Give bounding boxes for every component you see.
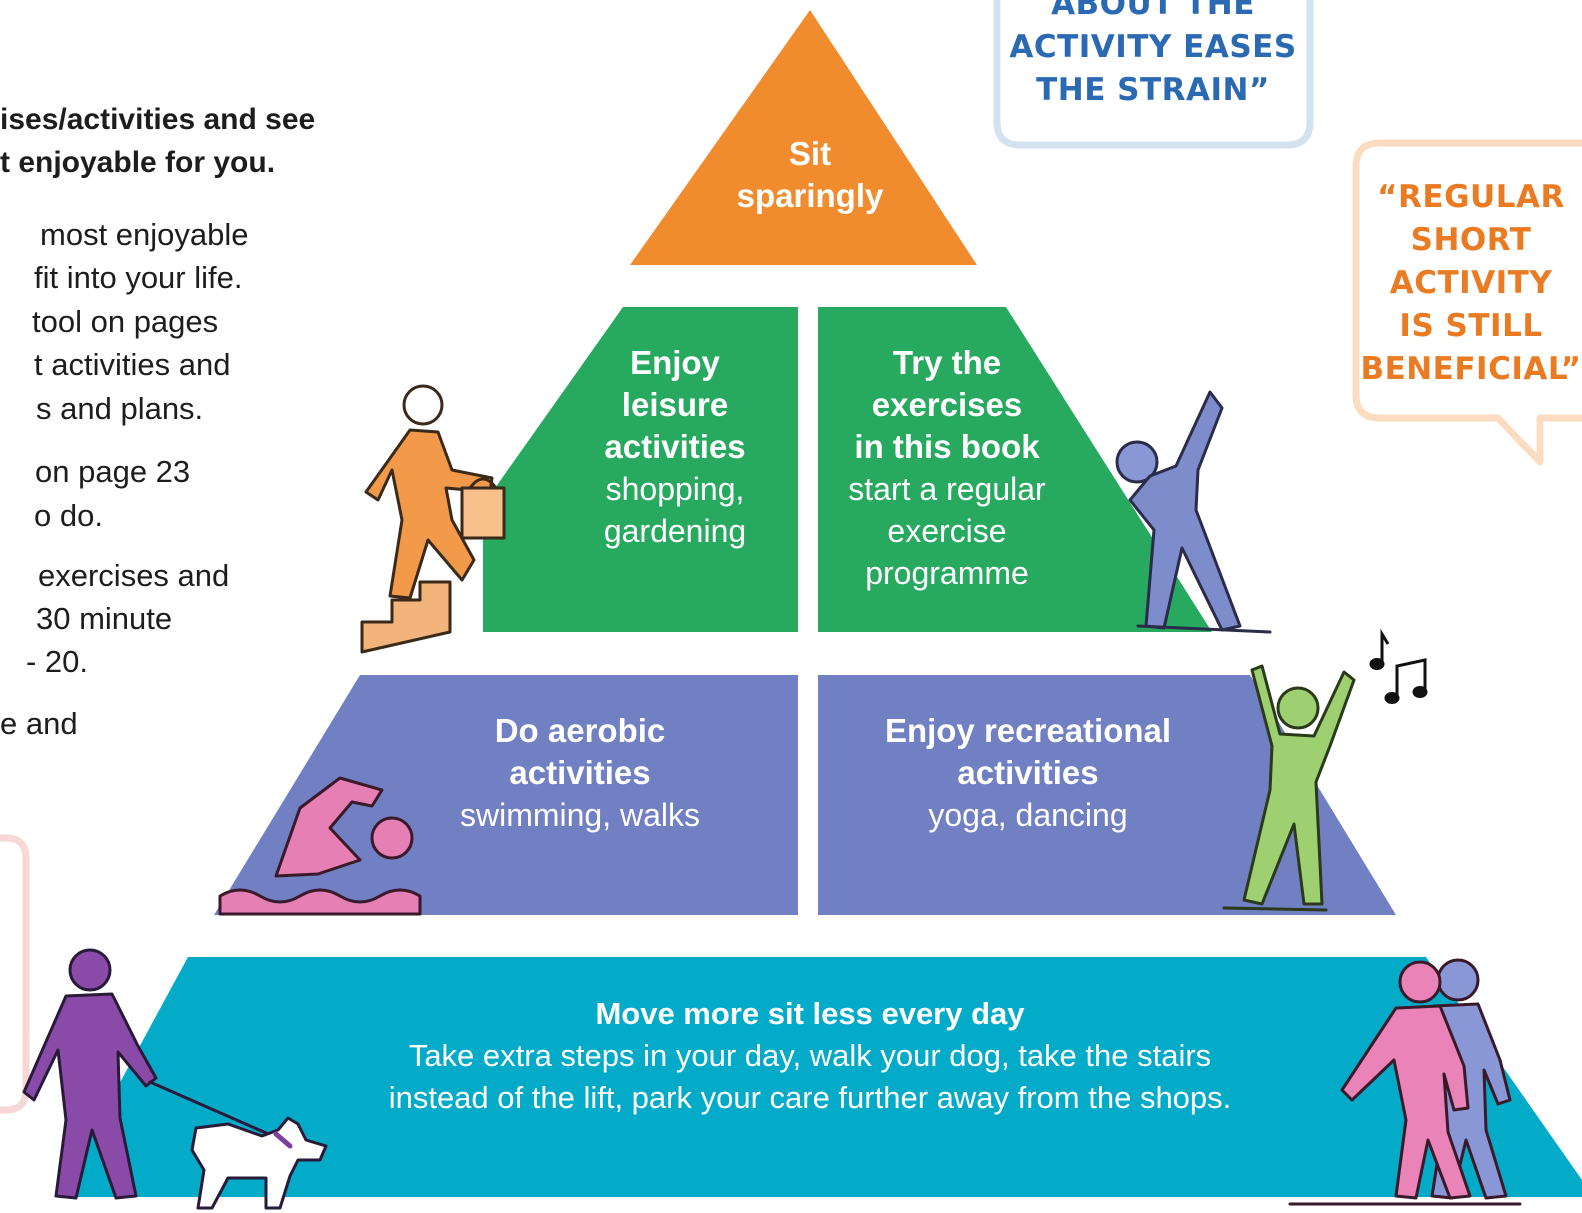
tier2-right-text: Try the exercises in this book start a r… bbox=[812, 342, 1082, 594]
pyramid-tier3-right bbox=[818, 675, 1396, 915]
left-paragraph-line: o do. bbox=[34, 498, 103, 533]
tier3-right-heading-line: Enjoy recreational bbox=[884, 712, 1172, 749]
tier2-left-sub-line: shopping, bbox=[605, 471, 745, 507]
stair-climber-icon bbox=[360, 384, 506, 654]
tier3-right-text: Enjoy recreational activities yoga, danc… bbox=[848, 710, 1208, 836]
left-paragraph-line: most enjoyable bbox=[40, 217, 249, 252]
pyramid-tier2-right bbox=[818, 307, 1212, 632]
tier2-right-sub-line: exercise bbox=[887, 513, 1007, 549]
left-callout-border bbox=[0, 834, 30, 1114]
top-tier-heading-line: Sit bbox=[788, 135, 832, 172]
left-paragraph-line: 30 minute bbox=[36, 601, 173, 636]
left-paragraph-line: tool on pages bbox=[32, 304, 219, 339]
tier2-right-heading-line: exercises bbox=[871, 386, 1023, 423]
callout-quote-blue-line: ACTIVITY EASES bbox=[1009, 29, 1297, 65]
callout-bubble-blue bbox=[993, 0, 1314, 149]
tier2-left-heading-line: leisure bbox=[621, 386, 729, 423]
left-paragraph-line: fit into your life. bbox=[34, 260, 243, 295]
base-tier-sub-line: Take extra steps in your day, walk your … bbox=[408, 1038, 1212, 1073]
tier3-right-sub-line: yoga, dancing bbox=[928, 797, 1128, 833]
base-tier-text: Move more sit less every day Take extra … bbox=[290, 993, 1330, 1119]
stretching-person-icon bbox=[1115, 390, 1272, 634]
pyramid-tier2-left bbox=[483, 307, 798, 632]
tier2-right-sub-line: programme bbox=[865, 555, 1029, 591]
callout-quote-blue-line: THE STRAIN” bbox=[1036, 72, 1270, 108]
callout-quote-orange-line: IS STILL bbox=[1399, 308, 1543, 344]
callout-quote-orange-line: SHORT bbox=[1410, 222, 1532, 258]
tier2-left-sub-line: gardening bbox=[603, 513, 747, 549]
tier2-left-heading-line: Enjoy bbox=[630, 344, 720, 381]
left-paragraph-line: exercises and bbox=[38, 558, 230, 593]
left-paragraph-line: - 20. bbox=[26, 644, 89, 679]
left-paragraph-line: t activities and bbox=[34, 347, 231, 382]
pyramid-top-tier bbox=[630, 10, 977, 265]
tier3-left-text: Do aerobic activities swimming, walks bbox=[430, 710, 730, 836]
callout-quote-blue-line: ABOUT THE bbox=[1051, 0, 1255, 22]
callout-quote-orange-line: ACTIVITY bbox=[1389, 265, 1553, 301]
callout-bubble-orange bbox=[1352, 139, 1582, 466]
left-heading-line-1: ises/activities and see bbox=[0, 103, 316, 136]
top-tier-heading-line: sparingly bbox=[736, 177, 884, 214]
callout-quote-orange-line: BENEFICIAL” bbox=[1360, 351, 1582, 387]
top-tier-text: Sit sparingly bbox=[705, 133, 915, 217]
dog-walker-icon bbox=[22, 948, 328, 1210]
tier2-right-sub-line: start a regular bbox=[848, 471, 1046, 507]
tier2-left-heading-line: activities bbox=[604, 428, 746, 465]
callout-quote-orange: “REGULAR SHORT ACTIVITY IS STILL BENEFIC… bbox=[1360, 176, 1582, 391]
base-tier-heading: Move more sit less every day bbox=[595, 996, 1025, 1031]
tier3-left-heading-line: activities bbox=[509, 754, 651, 791]
left-heading-line-2: t enjoyable for you. bbox=[0, 146, 276, 179]
left-paragraph-line: e and bbox=[0, 706, 78, 741]
tier3-left-heading-line: Do aerobic bbox=[494, 712, 666, 749]
base-tier-sub-line: instead of the lift, park your care furt… bbox=[388, 1080, 1232, 1115]
tier2-left-text: Enjoy leisure activities shopping, garde… bbox=[560, 342, 790, 552]
swimmer-icon bbox=[218, 776, 422, 916]
pyramid-base-tier bbox=[58, 957, 1582, 1197]
left-paragraph-line: on page 23 bbox=[35, 454, 191, 489]
tier2-right-heading-line: in this book bbox=[854, 428, 1040, 465]
callout-quote-blue: ABOUT THE ACTIVITY EASES THE STRAIN” bbox=[1002, 0, 1304, 112]
dancer-icon bbox=[1222, 664, 1356, 912]
callout-quote-orange-line: “REGULAR bbox=[1377, 179, 1565, 215]
left-paragraph-line: s and plans. bbox=[36, 391, 204, 426]
music-notes-icon bbox=[1369, 628, 1428, 704]
pyramid-tier3-left bbox=[214, 675, 798, 915]
tier2-right-heading-line: Try the bbox=[892, 344, 1002, 381]
walking-couple-icon bbox=[1288, 958, 1522, 1206]
tier3-right-heading-line: activities bbox=[957, 754, 1099, 791]
tier3-left-sub-line: swimming, walks bbox=[459, 797, 701, 833]
